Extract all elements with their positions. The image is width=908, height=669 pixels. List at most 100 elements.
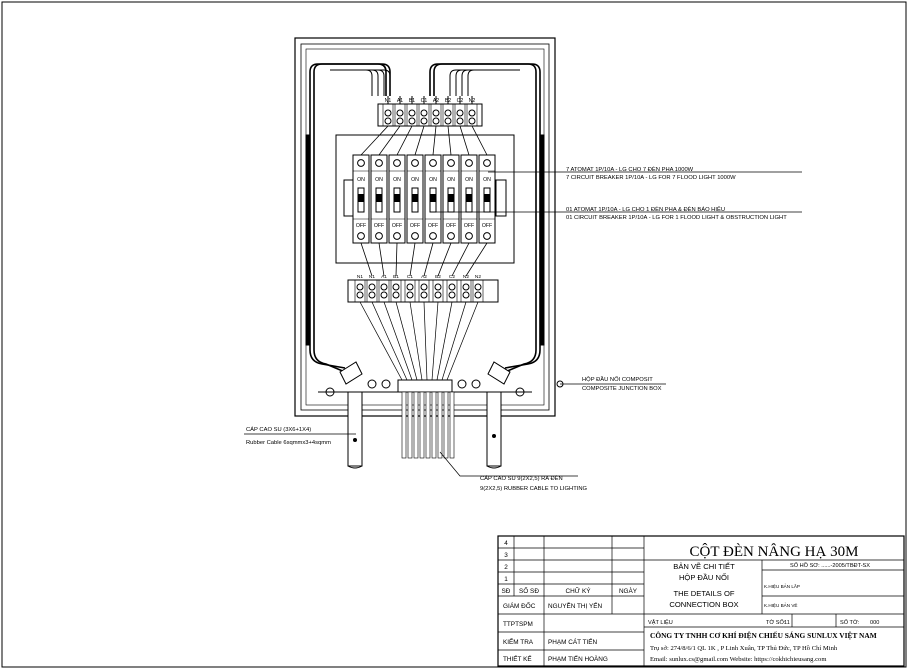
breaker-toggle-handle bbox=[376, 194, 382, 202]
gland-screw bbox=[515, 387, 525, 397]
bottom-terminal-screw bbox=[462, 291, 470, 299]
breaker-off-label: OFF bbox=[428, 223, 438, 229]
breaker-off-label: OFF bbox=[374, 223, 384, 229]
breaker-feed-wire bbox=[459, 125, 470, 156]
fan-wire bbox=[436, 301, 453, 381]
header-chu-ky: CHỮ KÝ bbox=[566, 586, 592, 595]
giam-doc-name: NGUYỄN THỊ YẾN bbox=[548, 600, 602, 610]
callout-lighting-vi: CÁP CAO SU 9(2X2,5) RA ĐÈN bbox=[480, 475, 563, 482]
lighting-cable bbox=[443, 391, 449, 459]
breaker-screw-bottom bbox=[447, 232, 455, 240]
breaker-on-label: ON bbox=[375, 177, 383, 183]
rubber-cable-right bbox=[486, 391, 502, 469]
breaker-feed-wire bbox=[432, 125, 437, 156]
lighting-cable bbox=[413, 391, 419, 459]
left-feed-wire bbox=[330, 69, 379, 96]
leader-lines bbox=[244, 171, 802, 477]
top-terminal-screw bbox=[432, 109, 440, 117]
top-terminal-screw bbox=[420, 109, 428, 117]
bottom-terminal-screw bbox=[356, 291, 364, 299]
breaker-screw-top bbox=[465, 159, 473, 167]
bottom-terminal-screw bbox=[420, 283, 428, 291]
bottom-terminal-screw bbox=[448, 291, 456, 299]
right-cable-heavy bbox=[539, 134, 545, 346]
breaker-on-label: ON bbox=[357, 177, 365, 183]
fan-wire bbox=[446, 301, 479, 381]
to-so-value: 11 bbox=[784, 620, 790, 626]
bottom-terminal-screw bbox=[406, 291, 414, 299]
breaker-on-label: ON bbox=[447, 177, 455, 183]
bottom-terminal-label: A1 bbox=[381, 274, 387, 280]
breaker-feed-wire bbox=[414, 125, 425, 156]
breaker-screw-top bbox=[483, 159, 491, 167]
fan-wire bbox=[431, 301, 439, 381]
breaker-output-wire bbox=[437, 242, 452, 277]
right-cable-bundle bbox=[433, 63, 537, 373]
label-giam-doc: GIÁM ĐỐC bbox=[503, 600, 536, 610]
top-terminal-screw bbox=[456, 117, 464, 125]
k-hieu-ban-lap: K.HIỆU BẢN LẮP bbox=[764, 582, 800, 589]
breaker-feed-wire bbox=[447, 125, 452, 156]
gland-screw bbox=[381, 379, 391, 389]
breaker-output-wire bbox=[378, 242, 385, 277]
lighting-cable bbox=[449, 391, 455, 459]
breaker-output-wire bbox=[360, 242, 373, 277]
bottom-terminal-screw bbox=[406, 283, 414, 291]
bottom-terminal-body bbox=[347, 279, 499, 303]
k-hieu-ban-ve: K.HIỆU BẢN VẼ bbox=[764, 601, 797, 608]
so-ho-so: SỐ HỒ SƠ: ......-2005/TBĐT-SX bbox=[790, 562, 870, 569]
breaker-feed-wire bbox=[378, 125, 401, 156]
bottom-terminal-label: N2 bbox=[463, 274, 469, 280]
left-feed-wire bbox=[330, 69, 391, 96]
breaker-on-label: ON bbox=[429, 177, 437, 183]
bottom-terminal-label: C2 bbox=[449, 274, 455, 280]
right-feed-wire bbox=[467, 69, 520, 96]
top-terminal-screw bbox=[396, 117, 404, 125]
bottom-terminal-screw bbox=[434, 283, 442, 291]
callout-box-en: COMPOSITE JUNCTION BOX bbox=[582, 386, 662, 392]
right-feed-wire bbox=[461, 69, 520, 96]
lighting-cable bbox=[431, 391, 437, 459]
breaker-off-label: OFF bbox=[392, 223, 402, 229]
top-terminal-screw bbox=[432, 117, 440, 125]
breaker-screw-bottom bbox=[375, 232, 383, 240]
bottom-terminal-screw bbox=[356, 283, 364, 291]
left-cable-heavy bbox=[305, 134, 311, 346]
label-kiem-tra: KIỂM TRA bbox=[503, 637, 534, 646]
breaker-screw-top bbox=[447, 159, 455, 167]
fan-wire bbox=[423, 301, 428, 381]
breaker-screw-bottom bbox=[483, 232, 491, 240]
right-feed-wire bbox=[455, 69, 520, 96]
rev-row-2: 2 bbox=[504, 564, 508, 571]
top-terminal-screw bbox=[396, 109, 404, 117]
breaker-feed-wire bbox=[396, 125, 413, 156]
bottom-terminal-screw bbox=[474, 283, 482, 291]
breaker-screw-bottom bbox=[411, 232, 419, 240]
top-terminal-screw bbox=[468, 117, 476, 125]
top-terminal-screw bbox=[408, 117, 416, 125]
breaker-screw-bottom bbox=[357, 232, 365, 240]
thiet-ke-name: PHẠM TIẾN HOÀNG bbox=[548, 653, 608, 663]
kiem-tra-name: PHẠM CÁT TIẾN bbox=[548, 636, 598, 646]
callouts: 7 ATOMAT 1P/10A - LG CHO 7 ĐÈN PHA 1000W… bbox=[246, 166, 787, 492]
drawing-title-vi-2: HỘP ĐẦU NỐI bbox=[679, 572, 729, 582]
breaker-off-label: OFF bbox=[446, 223, 456, 229]
top-terminal-screw bbox=[384, 117, 392, 125]
din-rail-end-right bbox=[495, 179, 507, 217]
right-cable-bundle bbox=[429, 63, 541, 369]
bottom-terminal-screw bbox=[420, 291, 428, 299]
bottom-terminal-label: N1 bbox=[357, 274, 363, 280]
right-cable-gland bbox=[487, 361, 511, 385]
breaker-toggle-handle bbox=[412, 194, 418, 202]
fan-wire bbox=[359, 301, 403, 381]
bottom-terminal-screw bbox=[380, 283, 388, 291]
callout-lighting-en: 9(2X2,5) RUBBER CABLE TO LIGHTING bbox=[480, 486, 588, 492]
bottom-terminal-label: B1 bbox=[393, 274, 399, 280]
company-address: Trụ sở: 274/8/6/1 QL 1K , P Linh Xuân, T… bbox=[650, 645, 838, 652]
breaker-output-wire bbox=[451, 242, 470, 277]
vat-lieu: VẬT LIỆU bbox=[648, 618, 673, 626]
breaker-off-label: OFF bbox=[464, 223, 474, 229]
top-terminal-screw bbox=[384, 109, 392, 117]
breaker-toggle-handle bbox=[484, 194, 490, 202]
